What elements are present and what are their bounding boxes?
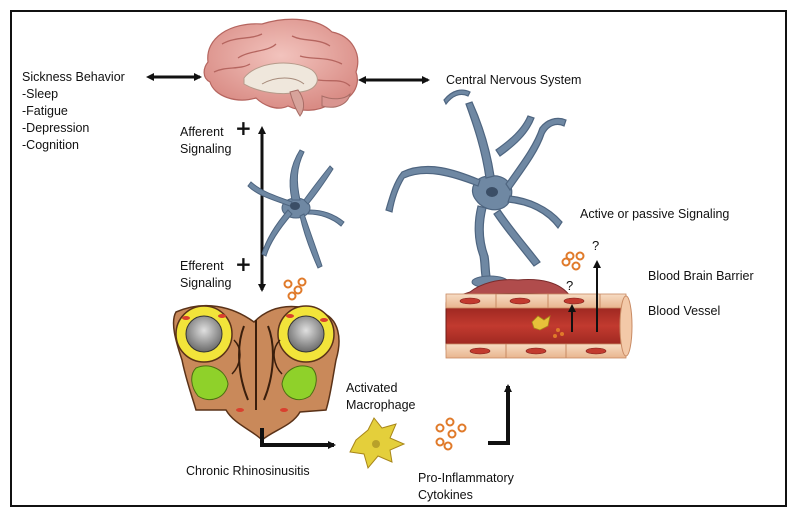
question-mark-upper: ? xyxy=(592,238,600,253)
question-mark-lower: ? xyxy=(566,278,574,293)
microglia-cell-small xyxy=(247,149,345,269)
sinus-to-macrophage-arrow xyxy=(260,428,336,449)
cytokines-label-line1: Pro-Inflammatory xyxy=(418,471,514,485)
sickness-item-fatigue: -Fatigue xyxy=(22,104,68,118)
microglia-cell-large xyxy=(385,89,567,289)
cytokines-cluster-vessel xyxy=(561,251,585,271)
chronic-rhinosinusitis-label: Chronic Rhinosinusitis xyxy=(186,464,310,478)
macrophage-label-line2: Macrophage xyxy=(346,398,416,412)
sickness-item-depression: -Depression xyxy=(22,121,90,135)
active-passive-signaling-label: Active or passive Signaling xyxy=(580,207,730,221)
cytokines-cluster-small xyxy=(283,277,307,301)
efferent-plus-sign: + xyxy=(235,252,252,276)
macrophage-label-line1: Activated xyxy=(346,381,398,395)
central-nervous-system-label: Central Nervous System xyxy=(446,73,582,87)
efferent-label-line2: Signaling xyxy=(180,276,232,290)
sickness-item-sleep: -Sleep xyxy=(22,87,59,101)
afferent-plus-sign: + xyxy=(235,116,252,140)
sinus-cross-section xyxy=(172,304,340,442)
cytokines-label-line2: Cytokines xyxy=(418,488,473,502)
sickness-behavior-title: Sickness Behavior xyxy=(22,70,125,84)
afferent-label-line2: Signaling xyxy=(180,142,232,156)
brain-illustration xyxy=(203,18,359,117)
sickness-item-cognition: -Cognition xyxy=(22,138,79,152)
blood-brain-barrier-label: Blood Brain Barrier xyxy=(648,269,754,283)
blood-vessel-label: Blood Vessel xyxy=(648,304,721,318)
cytokines-to-vessel-arrow xyxy=(488,384,512,445)
afferent-label-line1: Afferent xyxy=(180,125,224,139)
efferent-label-line1: Efferent xyxy=(180,259,224,273)
blood-vessel xyxy=(445,279,633,359)
figure-frame xyxy=(10,10,787,507)
cytokines-cluster-bottom xyxy=(435,417,467,451)
